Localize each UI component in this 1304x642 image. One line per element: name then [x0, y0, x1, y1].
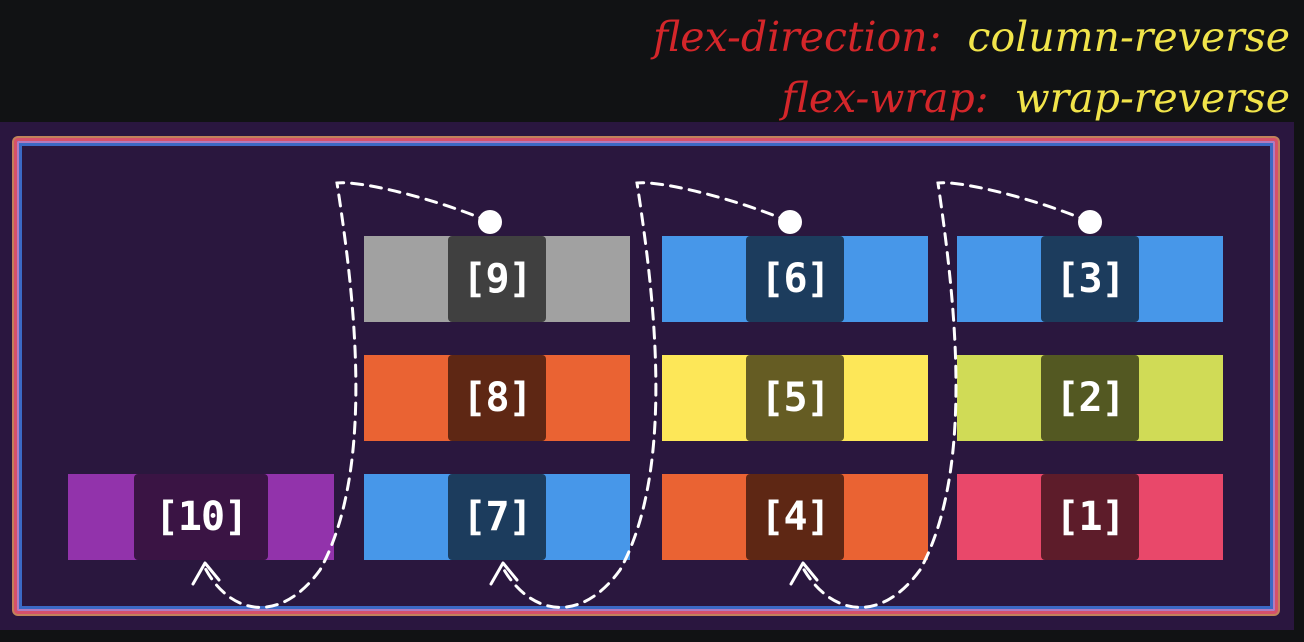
flex-item-label: [7]: [448, 474, 546, 560]
flex-item-1: [1]: [957, 474, 1223, 560]
flex-item-10: [10]: [68, 474, 334, 560]
flex-item-2: [2]: [957, 355, 1223, 441]
flex-item-label: [4]: [746, 474, 844, 560]
flex-item-label: [9]: [448, 236, 546, 322]
flex-item-label: [6]: [746, 236, 844, 322]
flex-item-label: [2]: [1041, 355, 1139, 441]
flex-item-5: [5]: [662, 355, 928, 441]
flex-wrap-declaration: flex-wrap: wrap-reverse: [782, 78, 1291, 119]
flex-item-label: [8]: [448, 355, 546, 441]
flex-wrap-value: wrap-reverse: [1014, 74, 1290, 122]
flex-item-8: [8]: [364, 355, 630, 441]
flex-item-6: [6]: [662, 236, 928, 322]
flex-item-label: [3]: [1041, 236, 1139, 322]
flex-item-label: [10]: [134, 474, 268, 560]
flex-wrap-property: flex-wrap:: [781, 74, 989, 122]
flex-item-3: [3]: [957, 236, 1223, 322]
flex-direction-value: column-reverse: [967, 13, 1291, 61]
flex-item-label: [5]: [746, 355, 844, 441]
flex-item-4: [4]: [662, 474, 928, 560]
flex-direction-property: flex-direction:: [652, 13, 942, 61]
flex-item-label: [1]: [1041, 474, 1139, 560]
flex-item-9: [9]: [364, 236, 630, 322]
flex-item-7: [7]: [364, 474, 630, 560]
flex-direction-declaration: flex-direction: column-reverse: [653, 17, 1290, 58]
